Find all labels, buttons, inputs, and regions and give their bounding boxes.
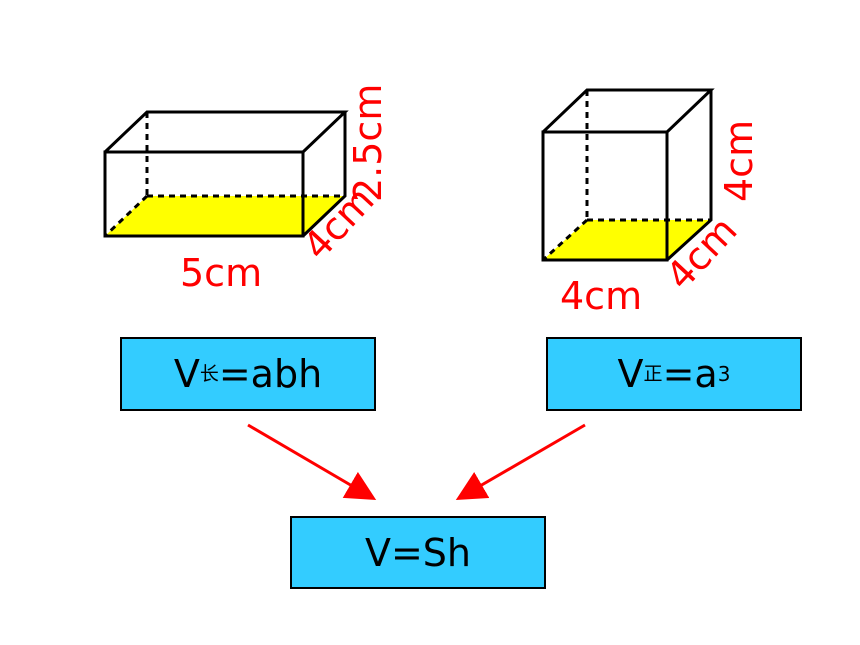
cuboid-front-face xyxy=(103,150,305,238)
cuboid-height-label: 2.5cm xyxy=(346,84,390,202)
cube-formula-v: V xyxy=(617,352,644,396)
general-formula-text: V=Sh xyxy=(364,530,472,575)
cube-figure xyxy=(541,88,715,262)
cube-front-face xyxy=(541,130,669,262)
cube-hidden-depth-edge xyxy=(541,218,589,262)
cube-length-label: 4cm xyxy=(560,274,642,318)
cuboid-right-edges xyxy=(301,112,347,238)
cube-base-face xyxy=(543,220,711,260)
arrow-cuboid-to-general xyxy=(247,423,377,501)
cube-right-edges xyxy=(665,90,713,262)
cube-formula-rhs: =a xyxy=(662,352,718,396)
cube-height-label: 4cm xyxy=(717,120,761,202)
cuboid-figure xyxy=(103,110,349,238)
cuboid-base-face xyxy=(105,196,345,236)
cuboid-top-edges xyxy=(103,110,349,154)
cuboid-hidden-depth-edge xyxy=(103,194,149,238)
cuboid-length-label: 5cm xyxy=(180,251,262,295)
cube-top-edges xyxy=(541,88,715,134)
cuboid-formula-v: V xyxy=(173,352,200,396)
arrow-cube-to-general xyxy=(455,423,586,501)
general-volume-formula-box: V=Sh xyxy=(290,516,546,589)
cuboid-formula-rhs: =abh xyxy=(218,352,323,396)
